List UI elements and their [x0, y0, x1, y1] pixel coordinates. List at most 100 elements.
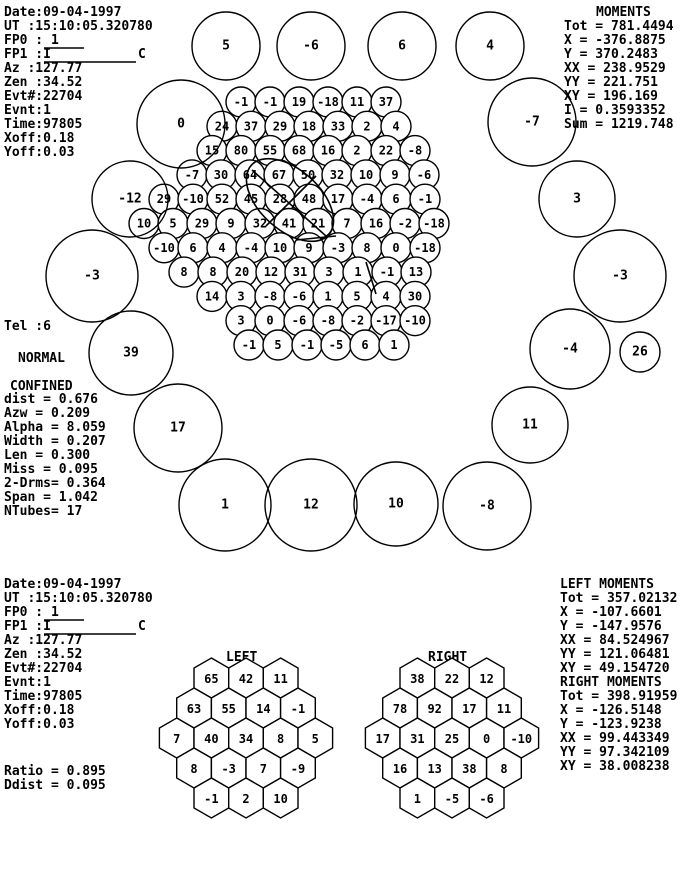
right-moment-line: YY = 97.342109 — [560, 745, 670, 760]
bottom-info-line: UT :15:10:05.320780 — [4, 591, 153, 606]
pmt-value: 10 — [359, 168, 373, 182]
outer-pmt-circle — [178, 458, 272, 552]
hex-pixel-value: 31 — [410, 732, 424, 746]
bottom-info-line: FP0 : 1 — [4, 605, 59, 620]
left-moment-line: Tot = 357.02132 — [560, 591, 677, 606]
outer-pmt-value: -4 — [562, 342, 578, 357]
hex-pixel-value: 22 — [445, 672, 459, 686]
param-line: Miss = 0.095 — [4, 462, 98, 477]
pmt-value: 21 — [311, 217, 325, 231]
hex-pixel-value: 17 — [462, 702, 476, 716]
pmt-value: -17 — [375, 314, 397, 328]
pmt-value: -3 — [331, 241, 345, 255]
param-line: NTubes= 17 — [4, 504, 82, 519]
hex-pixel-value: 55 — [221, 702, 235, 716]
hex-pixel-value: 63 — [187, 702, 201, 716]
ratio-line: Ddist = 0.095 — [4, 778, 106, 793]
pmt-value: 80 — [234, 144, 248, 158]
ratio-line: Ratio = 0.895 — [4, 764, 106, 779]
outer-pmt-value: 6 — [398, 39, 406, 54]
outer-pmt-circle — [487, 77, 577, 167]
outer-pmt-value: 1 — [221, 498, 229, 513]
outer-pmt-value: -8 — [479, 499, 495, 514]
param-line: Azw = 0.209 — [4, 406, 90, 421]
pmt-value: -18 — [423, 217, 445, 231]
outer-pmt-value: 4 — [486, 39, 494, 54]
pmt-value: 14 — [205, 289, 219, 303]
pmt-value: 10 — [137, 217, 151, 231]
pmt-value: -6 — [292, 289, 306, 303]
right-moment-line: XY = 38.008238 — [560, 759, 670, 774]
outer-pmt-circle — [442, 461, 532, 551]
top-info-line: FP1 :I — [4, 47, 51, 62]
hex-pixel-value: 42 — [239, 672, 253, 686]
hex-pixel-value: 1 — [414, 792, 421, 806]
hex-pixel-value: 11 — [497, 702, 511, 716]
bottom-info-line: Az :127.77 — [4, 633, 82, 648]
hex-pixel-value: -9 — [291, 762, 305, 776]
hillas-overlay — [245, 157, 377, 295]
top-info-line: Az :127.77 — [4, 61, 82, 76]
hex-pixel-value: 40 — [204, 732, 218, 746]
pmt-value: -10 — [182, 192, 204, 206]
hex-pixel-value: 78 — [393, 702, 407, 716]
pmt-value: 68 — [292, 144, 306, 158]
moment-line: I = 0.3593352 — [564, 103, 666, 118]
hex-pixel-value: 2 — [242, 792, 249, 806]
outer-pmt-circle — [276, 11, 346, 81]
top-info-line: Evnt:1 — [4, 103, 51, 118]
outer-pmt-value: -6 — [303, 39, 319, 54]
moment-line: Sum = 1219.748 — [564, 117, 674, 132]
top-info-line: Time:97805 — [4, 117, 82, 132]
outer-pmt-circle — [45, 229, 139, 323]
outer-pmt-circle — [367, 11, 437, 81]
pmt-value: 29 — [273, 119, 287, 133]
left-moment-line: XX = 84.524967 — [560, 633, 670, 648]
hex-pixel-value: 17 — [375, 732, 389, 746]
pmt-value: -6 — [292, 314, 306, 328]
pmt-value: -1 — [263, 95, 277, 109]
left-moment-line: X = -107.6601 — [560, 605, 662, 620]
pmt-value: 10 — [273, 241, 287, 255]
pmt-value: 2 — [353, 144, 360, 158]
bottom-info-line: Evnt:1 — [4, 675, 51, 690]
hex-pixel-value: 38 — [410, 672, 424, 686]
pmt-value: 8 — [180, 265, 187, 279]
hex-pixel — [468, 777, 505, 819]
moments-title: MOMENTS — [596, 5, 651, 20]
pmt-value: -10 — [153, 241, 175, 255]
hex-pixel-value: 7 — [260, 762, 267, 776]
hex-pixel-value: 12 — [479, 672, 493, 686]
pmt-value: 37 — [244, 119, 258, 133]
outer-pmt-value: 5 — [222, 39, 230, 54]
hex-pixel-value: 7 — [173, 732, 180, 746]
bottom-info-line: Xoff:0.18 — [4, 703, 75, 718]
hex-pixel-value: 34 — [239, 732, 253, 746]
pmt-value: 7 — [343, 217, 350, 231]
pmt-value: 9 — [305, 241, 312, 255]
param-line: Span = 1.042 — [4, 490, 98, 505]
outer-pmt-value: 12 — [303, 498, 319, 513]
source-marker — [365, 261, 377, 295]
bottom-info-line: Evt#:22704 — [4, 661, 82, 676]
top-info-line: Evt#:22704 — [4, 89, 82, 104]
pmt-value: 32 — [253, 217, 267, 231]
top-info-line: Yoff:0.03 — [4, 145, 74, 160]
top-info-line: Zen :34.52 — [4, 75, 82, 90]
pmt-value: -1 — [418, 192, 432, 206]
moment-line: Y = 370.2483 — [564, 47, 658, 62]
outer-pmt-circle — [455, 11, 525, 81]
hex-pixel-value: 14 — [256, 702, 270, 716]
pmt-value: 30 — [408, 289, 422, 303]
bottom-info-line: FP1 :I — [4, 619, 51, 634]
param-line: 2-Drms= 0.364 — [4, 476, 106, 491]
pmt-value: 31 — [293, 265, 307, 279]
pmt-value: -7 — [185, 168, 199, 182]
top-info-line: FP0 : 1 — [4, 33, 59, 48]
right-moment-line: X = -126.5148 — [560, 703, 662, 718]
outer-pmt-circle — [264, 458, 358, 552]
pmt-value: 5 — [353, 289, 360, 303]
pmt-circle — [399, 305, 431, 337]
